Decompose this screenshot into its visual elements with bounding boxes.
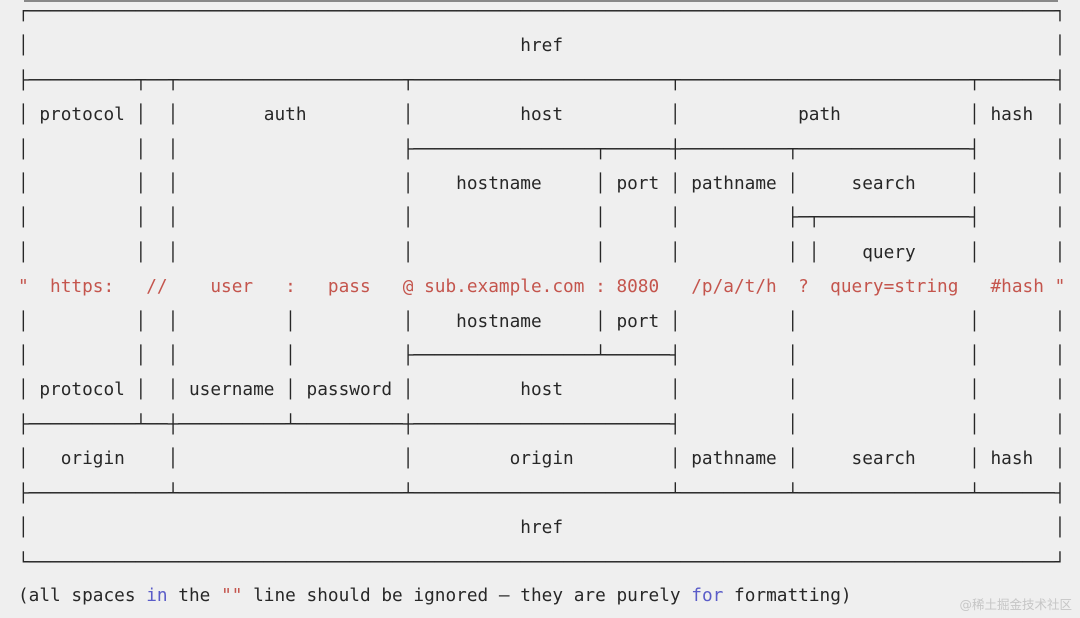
crop-artifact-line <box>24 0 1058 2</box>
diagram-upper-half: ┌───────────────────────────────────────… <box>18 2 1066 263</box>
formatting-note: (all spaces in the "" line should be ign… <box>18 581 852 611</box>
note-text-1: (all spaces <box>18 586 147 606</box>
note-text-2: the <box>167 586 222 606</box>
note-text-3: line should be ignored — they are purely <box>242 586 692 606</box>
note-keyword-for: for <box>691 586 724 606</box>
note-text-4: formatting) <box>723 586 852 606</box>
url-example-string: " https: // user : pass @ sub.example.co… <box>18 277 1066 298</box>
diagram-lower-half: │ │ │ │ │ hostname │ port │ │ │ │ │ │ │ … <box>18 311 1066 573</box>
juejin-watermark: @稀土掘金技术社区 <box>959 597 1072 612</box>
note-empty-quotes: "" <box>221 586 243 606</box>
note-keyword-in: in <box>146 586 168 606</box>
url-ascii-diagram: ┌───────────────────────────────────────… <box>18 0 1065 580</box>
